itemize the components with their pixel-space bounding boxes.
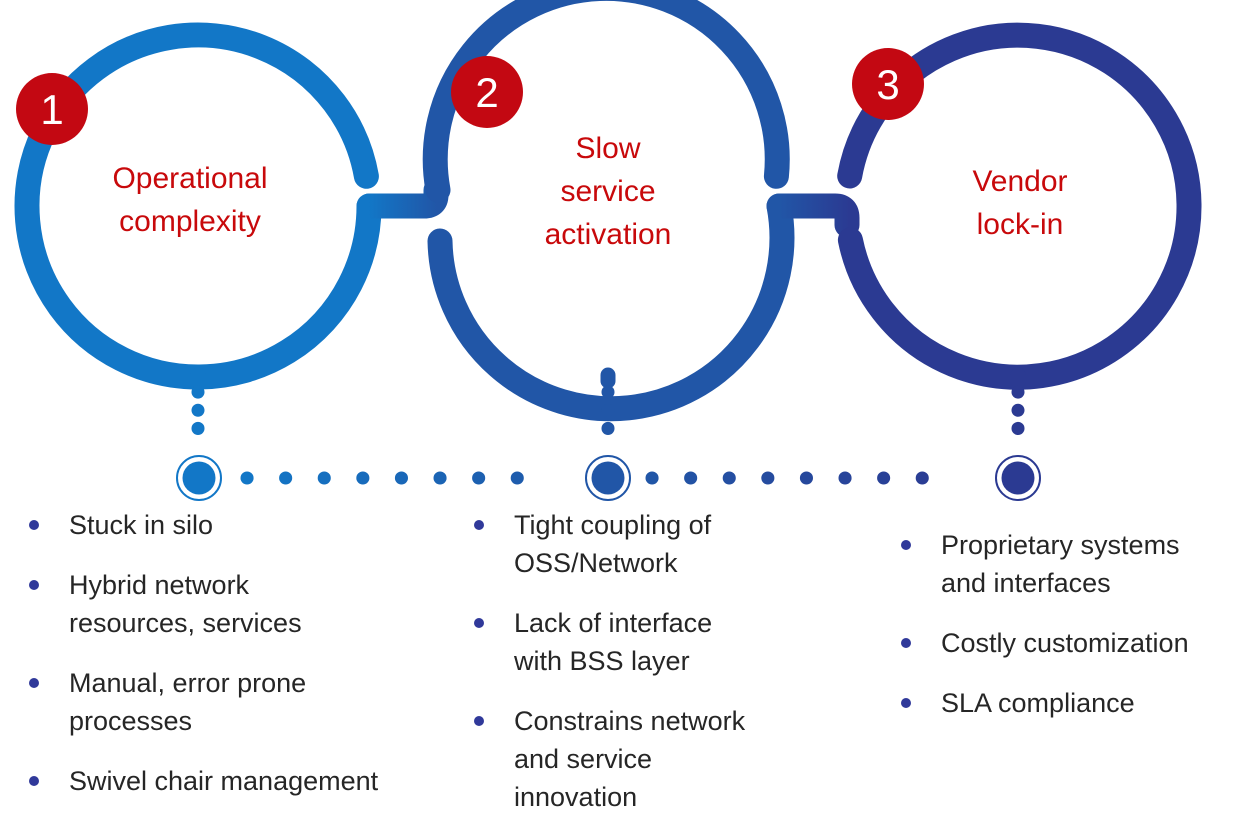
problem-title-2: Slow service activation (544, 132, 672, 251)
problem-ring-2-upper (422, 0, 790, 203)
problem-ring-2-lower (427, 193, 795, 422)
list-item: Stuck in silo (29, 506, 459, 544)
bullet-icon (901, 638, 911, 648)
list-item: SLA compliance (901, 684, 1244, 722)
connector-2-3 (766, 193, 860, 238)
bullet-icon (29, 580, 39, 590)
badge-1 (16, 73, 88, 145)
bullet-icon (901, 698, 911, 708)
problem-ring-3 (837, 22, 1202, 390)
list-item: Proprietary systems and interfaces (901, 526, 1244, 602)
badge-2-number: 2 (475, 69, 498, 116)
bullet-list-3: Proprietary systems and interfaces Costl… (901, 526, 1244, 744)
bullet-list-1: Stuck in silo Hybrid network resources, … (29, 506, 459, 822)
badge-3 (852, 48, 924, 120)
timeline-node-3 (993, 453, 1043, 503)
bullet-icon (474, 520, 484, 530)
bullet-text: Proprietary systems and interfaces (941, 530, 1180, 598)
list-item: Manual, error prone processes (29, 664, 459, 740)
timeline-node-2 (583, 453, 633, 503)
list-item: Swivel chair management (29, 762, 459, 800)
timeline-node-1 (174, 453, 224, 503)
bullet-text: Constrains network and service innovatio… (514, 706, 746, 812)
badge-2 (451, 56, 523, 128)
badge-1-number: 1 (40, 86, 63, 133)
problem-title-3: Vendor lock-in (972, 165, 1068, 241)
bullet-text: Tight coupling of OSS/Network (514, 510, 712, 578)
problem-title-1: Operational complexity (112, 162, 268, 238)
badge-3-number: 3 (876, 61, 899, 108)
list-item: Constrains network and service innovatio… (474, 702, 844, 816)
bullet-text: Manual, error prone processes (69, 668, 307, 736)
bullet-text: SLA compliance (941, 688, 1135, 718)
bullet-text: Swivel chair management (69, 766, 379, 796)
problem-ring-1 (14, 22, 382, 390)
bullet-text: Hybrid network resources, services (69, 570, 302, 638)
bullet-text: Stuck in silo (69, 510, 214, 540)
bullet-icon (474, 716, 484, 726)
bullet-icon (29, 776, 39, 786)
bullet-icon (29, 520, 39, 530)
list-item: Tight coupling of OSS/Network (474, 506, 844, 582)
bullet-icon (901, 540, 911, 550)
bullet-list-2: Tight coupling of OSS/Network Lack of in… (474, 506, 844, 829)
bullet-text: Costly customization (941, 628, 1189, 658)
list-item: Lack of interface with BSS layer (474, 604, 844, 680)
bullet-icon (29, 678, 39, 688)
bullet-icon (474, 618, 484, 628)
list-item: Costly customization (901, 624, 1244, 662)
bullet-text: Lack of interface with BSS layer (514, 608, 713, 676)
list-item: Hybrid network resources, services (29, 566, 459, 642)
